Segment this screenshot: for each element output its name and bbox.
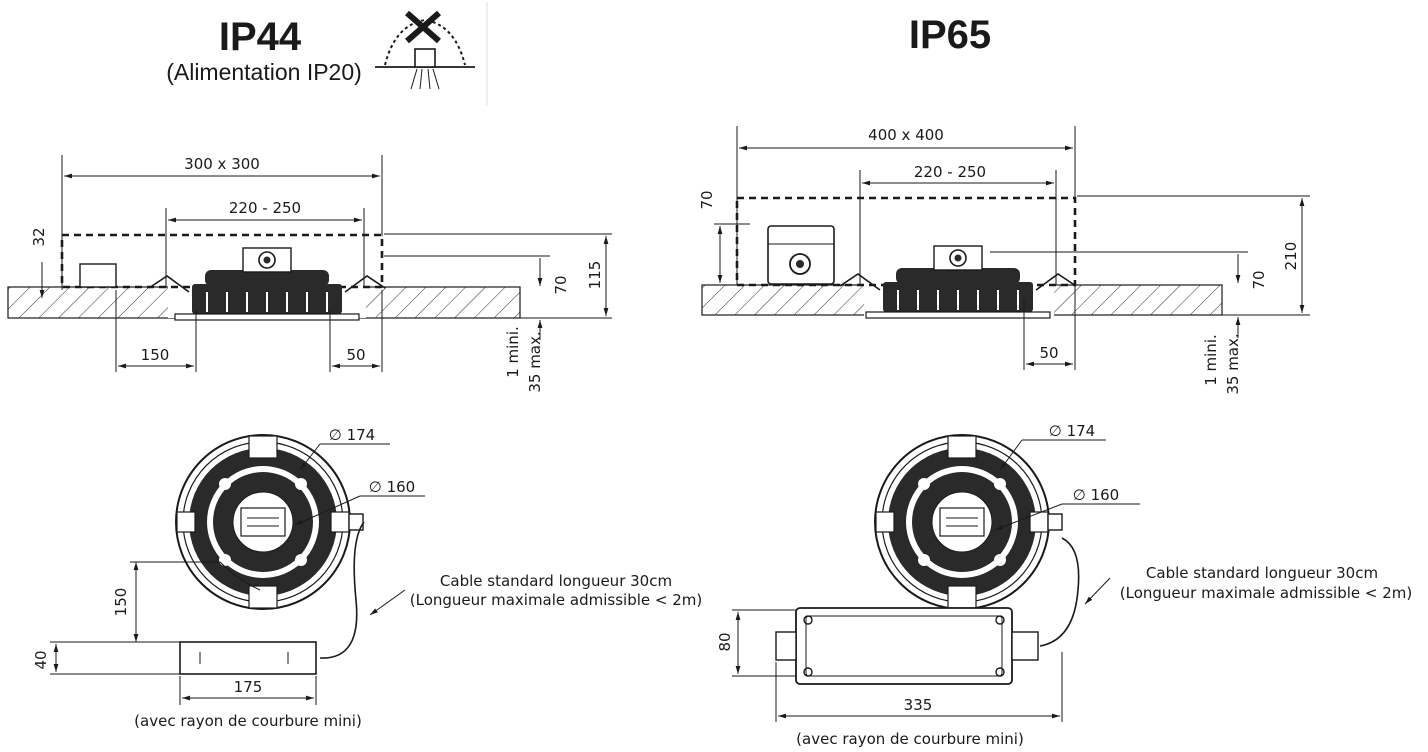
bend-note-left: (avec rayon de courbure mini): [134, 712, 362, 730]
dim-70-left: 70: [552, 275, 570, 294]
dim-dia-174-right: ∅ 174: [1049, 422, 1095, 440]
ip44-title: IP44: [219, 15, 302, 59]
luminaire-top-view-right: [874, 434, 1063, 610]
ip44-subtitle: (Alimentation IP20): [166, 59, 362, 85]
dim-300x300: 300 x 300: [184, 155, 260, 173]
junction-box-side-right: [767, 225, 835, 285]
dim-dia-160-right: ∅ 160: [1073, 486, 1119, 504]
cable-note-line2-right: (Longueur maximale admissible < 2m): [1120, 584, 1412, 602]
dim-115: 115: [586, 261, 604, 290]
bend-note-right: (avec rayon de courbure mini): [796, 730, 1024, 748]
junction-box-top-right: [775, 607, 1039, 685]
dim-1-mini-right: 1 mini.: [1202, 334, 1220, 386]
cable-note-line2-left: (Longueur maximale admissible < 2m): [410, 591, 702, 609]
dim-150-vertical-left: 150: [112, 588, 130, 617]
cable-note-line1-left: Cable standard longueur 30cm: [440, 572, 672, 590]
dim-32: 32: [30, 227, 48, 246]
driver-box-top-left: [179, 641, 317, 675]
dim-40: 40: [32, 650, 50, 669]
dim-150-left: 150: [141, 346, 170, 364]
no-insulation-cover-icon: [375, 10, 475, 90]
cable-right: [1039, 537, 1080, 647]
dim-335: 335: [904, 696, 933, 714]
cable-left: [319, 521, 365, 659]
dim-210: 210: [1282, 242, 1300, 271]
dim-1-mini-left: 1 mini.: [504, 326, 522, 378]
luminaire-top-view-left: [175, 434, 364, 610]
dim-50-right: 50: [1039, 344, 1058, 362]
dim-70-right: 70: [1250, 270, 1268, 289]
driver-box-side-left: [79, 263, 117, 288]
dim-50-left: 50: [346, 346, 365, 364]
dim-dia-160-left: ∅ 160: [369, 478, 415, 496]
dim-220-250-left: 220 - 250: [229, 199, 301, 217]
ip65-title: IP65: [909, 13, 991, 57]
dim-220-250-right: 220 - 250: [914, 163, 986, 181]
dim-35-max-right: 35 max.: [1224, 333, 1242, 394]
dim-35-max-left: 35 max.: [526, 331, 544, 392]
dim-70-junction: 70: [698, 190, 716, 209]
dim-400x400: 400 x 400: [868, 126, 944, 144]
cable-note-line1-right: Cable standard longueur 30cm: [1146, 564, 1378, 582]
dim-175: 175: [234, 678, 263, 696]
dim-dia-174-left: ∅ 174: [329, 426, 375, 444]
dim-80: 80: [716, 632, 734, 651]
